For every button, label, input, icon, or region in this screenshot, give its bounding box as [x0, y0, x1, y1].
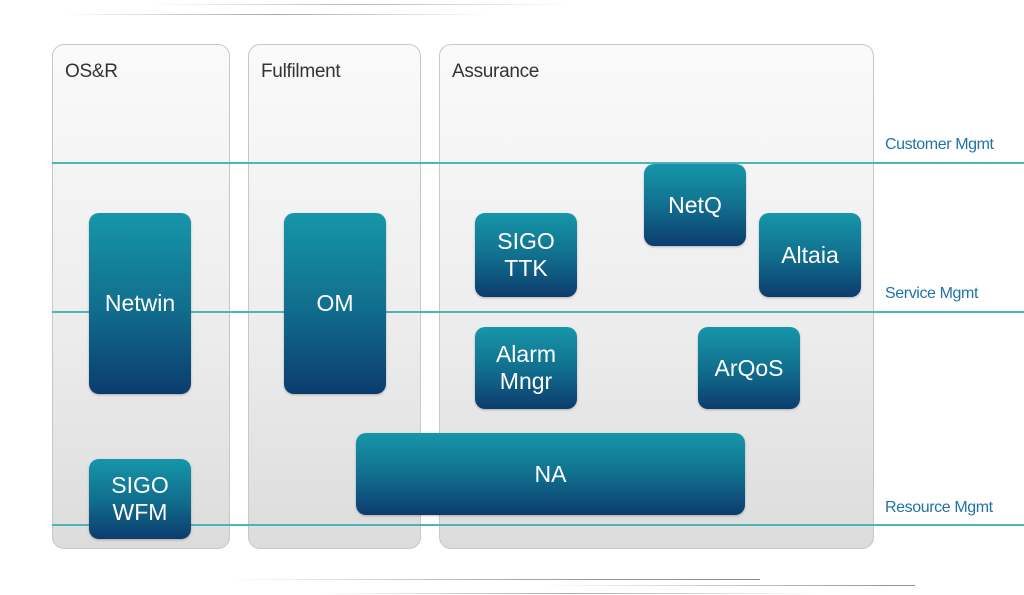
system-alarm-mngr[interactable]: Alarm Mngr: [475, 327, 577, 409]
system-arqos[interactable]: ArQoS: [698, 327, 800, 409]
system-om-label: OM: [316, 290, 354, 316]
panel-title-assurance: Assurance: [452, 61, 540, 82]
system-alarm-mngr-label-2: Mngr: [499, 368, 553, 394]
system-sigo-ttk-label-2: TTK: [504, 255, 548, 281]
panel-title-osr: OS&R: [65, 61, 118, 82]
tier-line-resource: [52, 524, 1024, 526]
system-alarm-mngr-label-1: Alarm: [495, 341, 557, 367]
system-na[interactable]: NA: [356, 433, 745, 515]
system-sigo-ttk[interactable]: SIGO TTK: [475, 213, 577, 297]
system-sigo-ttk-label-1: SIGO: [497, 228, 555, 254]
system-netwin[interactable]: Netwin: [89, 213, 191, 394]
tier-label-service: Service Mgmt: [885, 285, 978, 302]
system-netwin-label: Netwin: [104, 290, 176, 316]
system-sigo-wfm-label-2: WFM: [112, 499, 168, 525]
decorative-line-top-1: [60, 14, 490, 15]
decorative-line-bottom-3: [320, 593, 820, 594]
tier-label-customer: Customer Mgmt: [885, 136, 994, 153]
decorative-line-top-2: [150, 4, 570, 5]
system-netq[interactable]: NetQ: [644, 164, 746, 246]
tier-label-resource: Resource Mgmt: [885, 499, 993, 516]
system-sigo-wfm[interactable]: SIGO WFM: [89, 459, 191, 539]
tier-line-service: [52, 311, 1024, 313]
system-altaia[interactable]: Altaia: [759, 213, 861, 297]
decorative-line-bottom-2: [540, 585, 915, 586]
system-sigo-wfm-label-1: SIGO: [111, 472, 169, 498]
system-arqos-label: ArQoS: [714, 354, 784, 381]
system-netq-label: NetQ: [668, 191, 722, 218]
system-om[interactable]: OM: [284, 213, 386, 394]
panel-title-fulfilment: Fulfilment: [261, 61, 341, 82]
system-na-label: NA: [534, 460, 567, 487]
decorative-line-bottom-1: [230, 579, 760, 580]
system-altaia-label: Altaia: [781, 241, 839, 268]
tier-line-customer: [52, 162, 1024, 164]
